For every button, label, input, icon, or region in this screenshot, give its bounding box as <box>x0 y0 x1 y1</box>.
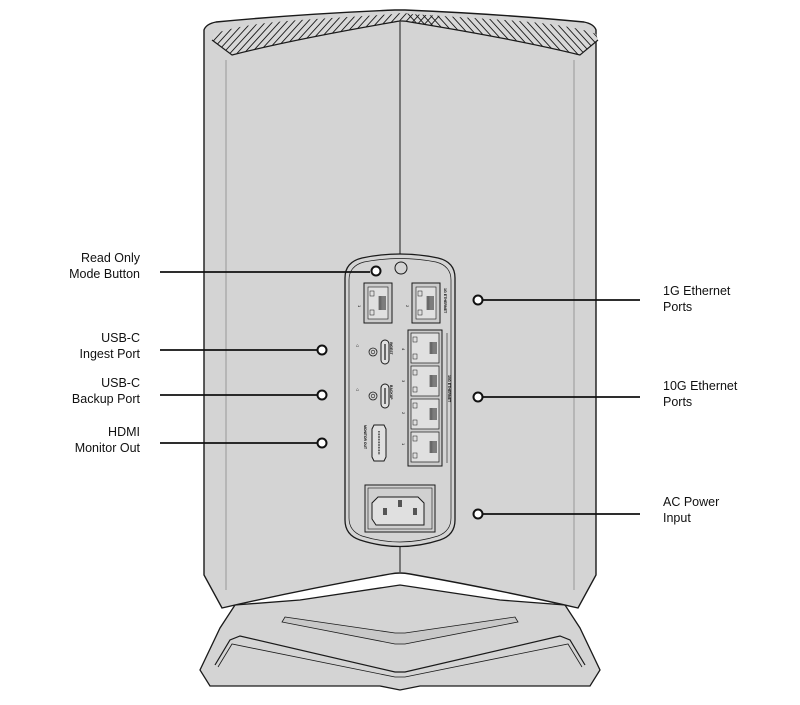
callout-line: 10G Ethernet <box>663 379 738 393</box>
callout-line: HDMI <box>108 425 140 439</box>
port-number-10g-2: 2 <box>401 412 406 415</box>
callout-line: Mode Button <box>69 267 140 281</box>
callout-marker <box>370 265 382 277</box>
callout-line: 1G Ethernet <box>663 284 731 298</box>
callout-leaders <box>160 265 640 520</box>
usb-c-ingest-port: ⌂ INGEST <box>356 339 393 365</box>
leader-hdmi-monitor-out <box>160 437 328 449</box>
ac-power-inlet <box>364 484 436 533</box>
10g-ethernet-port-1 <box>410 431 440 463</box>
rear-io-panel: 1 2 1G ETHERNET 10G ETHERNET 4 3 2 1 ⌂ I… <box>344 253 456 548</box>
callout-10g-ethernet-ports: 10G Ethernet Ports <box>663 378 800 410</box>
leader-usb-c-ingest-port <box>160 344 328 356</box>
panel-outline <box>344 253 456 548</box>
port-number-1g-2: 2 <box>405 305 410 308</box>
callout-ac-power-input: AC Power Input <box>663 494 800 526</box>
port-number-10g-1: 1 <box>401 443 406 446</box>
stand-bevel <box>214 635 586 673</box>
callout-line: Input <box>663 511 691 525</box>
callout-read-only-mode-button: Read Only Mode Button <box>0 250 140 282</box>
grille-slat <box>659 5 709 60</box>
10g-ethernet-port-4 <box>410 332 440 364</box>
callout-line: Ports <box>663 395 693 409</box>
grille-slat <box>617 5 667 60</box>
grille-slat <box>631 5 681 60</box>
callout-line: USB-C <box>101 331 140 345</box>
leader-10g-ethernet-ports <box>472 391 640 403</box>
usb-c-backup-port: ⌂ BACKUP <box>356 383 393 409</box>
port-number-10g-4: 4 <box>401 348 406 351</box>
port-number-10g-3: 3 <box>401 380 406 383</box>
ingest-panel-label: INGEST <box>389 342 393 356</box>
grille-slat <box>652 5 702 60</box>
leader-ac-power-input <box>472 508 640 520</box>
1g-ethernet-panel-label: 1G ETHERNET <box>443 288 447 314</box>
stand-bevel-inner <box>217 643 583 678</box>
top-edge <box>211 20 599 56</box>
grille-slat <box>624 5 674 60</box>
callout-usb-c-ingest-port: USB-C Ingest Port <box>0 330 140 362</box>
callout-line: Monitor Out <box>74 441 140 455</box>
10g-ethernet-port-3 <box>410 365 440 397</box>
ingest-led-icon <box>368 347 378 357</box>
10g-ethernet-panel-label: 10G ETHERNET <box>447 375 451 403</box>
stand-groove <box>281 616 519 645</box>
monitor-out-panel-label: MONITOR OUT <box>363 425 367 450</box>
callout-line: Ingest Port <box>79 347 140 361</box>
callout-marker <box>472 391 484 403</box>
callout-usb-c-backup-port: USB-C Backup Port <box>0 375 140 407</box>
callout-marker <box>472 508 484 520</box>
callout-line: AC Power <box>663 495 720 509</box>
callout-hdmi-monitor-out: HDMI Monitor Out <box>0 424 140 456</box>
grille-slat <box>603 5 653 60</box>
stand <box>199 584 601 691</box>
1g-ethernet-port-1 <box>363 282 393 324</box>
usb-icon: ⌂ <box>356 387 359 393</box>
grille-slat <box>610 5 660 60</box>
leader-1g-ethernet-ports <box>472 294 640 306</box>
10g-ethernet-port-2 <box>410 398 440 430</box>
callout-line: Ports <box>663 300 693 314</box>
callout-marker <box>316 344 328 356</box>
port-number-1g-1: 1 <box>357 305 362 308</box>
callout-line: USB-C <box>101 376 140 390</box>
grille-slat <box>645 5 695 60</box>
callout-marker <box>316 437 328 449</box>
callout-line: Backup Port <box>71 392 140 406</box>
hdmi-port: MONITOR OUT <box>363 424 387 462</box>
usb-icon: ⌂ <box>356 343 359 349</box>
callout-marker <box>472 294 484 306</box>
grille-slat <box>638 5 688 60</box>
leader-read-only-mode-button <box>160 265 382 277</box>
callout-marker <box>316 389 328 401</box>
callout-line: Read Only <box>80 251 140 265</box>
led-indicator <box>394 261 408 275</box>
backup-led-icon <box>368 391 378 401</box>
1g-ethernet-port-2 <box>411 282 441 324</box>
callout-1g-ethernet-ports: 1G Ethernet Ports <box>663 283 800 315</box>
grille-slat <box>595 13 598 55</box>
backup-panel-label: BACKUP <box>389 385 393 400</box>
leader-usb-c-backup-port <box>160 389 328 401</box>
